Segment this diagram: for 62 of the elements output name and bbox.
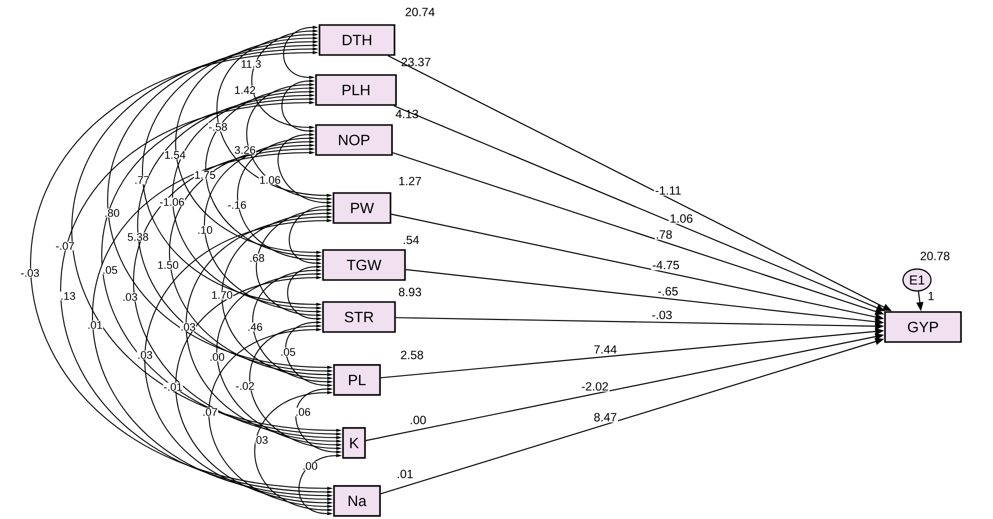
covariance-label: -.07 (55, 242, 75, 250)
covariance-label: .68 (248, 254, 266, 262)
covariance-label: .77 (134, 176, 150, 184)
covariance-label: .00 (302, 462, 318, 470)
covariance-label: -.16 (227, 200, 247, 210)
variance-label: .54 (402, 234, 420, 246)
variance-label: 20.74 (404, 6, 436, 18)
covariance-label: .46 (246, 322, 264, 332)
variance-label: 23.37 (400, 56, 432, 68)
edge-label: 7.44 (592, 344, 618, 355)
variable-box: K (342, 427, 366, 459)
edge-label: -4.75 (651, 260, 680, 270)
variance-label: 2.58 (399, 350, 425, 360)
covariance-label: -.58 (208, 122, 228, 132)
variance-label: .00 (408, 414, 428, 426)
edge-label: 1 (926, 290, 936, 302)
covariance-label: .05 (280, 348, 296, 356)
covariance-label: -1.06 (159, 198, 185, 206)
variance-label: 8.93 (397, 286, 423, 298)
variable-box: NOP (315, 124, 393, 156)
variance-label: 20.78 (919, 250, 951, 262)
variable-box: GYP (884, 311, 962, 343)
variance-label: .01 (396, 468, 414, 480)
covariance-label: 3.26 (234, 146, 256, 154)
covariance-label: 11.3 (240, 60, 262, 68)
covariance-label: -.03 (20, 268, 40, 278)
edge-label: -2.02 (580, 381, 610, 392)
variance-label: 1.27 (397, 176, 423, 186)
edge-label: -.03 (650, 310, 674, 320)
edge-label: .78 (654, 229, 674, 240)
edge-label: 8.47 (592, 412, 618, 422)
variable-box: DTH (318, 24, 396, 56)
covariance-label: 03 (255, 436, 269, 444)
covariance-label: .13 (60, 292, 76, 300)
covariance-label: .10 (196, 226, 214, 234)
covariance-label: -.01 (163, 382, 183, 392)
covariance-label: 1.54 (164, 150, 186, 160)
covariance-label: .07 (202, 408, 218, 416)
variable-box: PLH (315, 74, 397, 106)
variable-box: PW (332, 192, 392, 224)
covariance-label: 1.42 (234, 86, 256, 94)
covariance-label: 1.70 (210, 290, 234, 300)
covariance-label: .03 (180, 322, 196, 332)
covariance-label: -.02 (235, 382, 255, 390)
edge-label: 1.06 (668, 213, 694, 224)
edge-label: -1.11 (654, 185, 682, 196)
covariance-label: 1.75 (194, 170, 216, 180)
covariance-label: 1.06 (258, 176, 282, 184)
covariance-label: .80 (104, 208, 120, 218)
covariance-label: .03 (122, 292, 138, 302)
variable-box: PL (333, 364, 381, 396)
covariance-label: .01 (86, 320, 104, 330)
covariance-label: 1.50 (156, 260, 180, 270)
variable-box: TGW (322, 249, 406, 281)
covariance-label: .06 (294, 408, 312, 416)
covariance-label: 5.38 (126, 232, 150, 242)
variable-box: STR (322, 301, 396, 333)
variable-box: Na (333, 485, 381, 517)
covariance-label: .03 (136, 350, 154, 360)
covariance-label: .05 (102, 266, 118, 274)
edge-label: -.65 (656, 286, 680, 297)
covariance-label: .00 (208, 352, 226, 362)
